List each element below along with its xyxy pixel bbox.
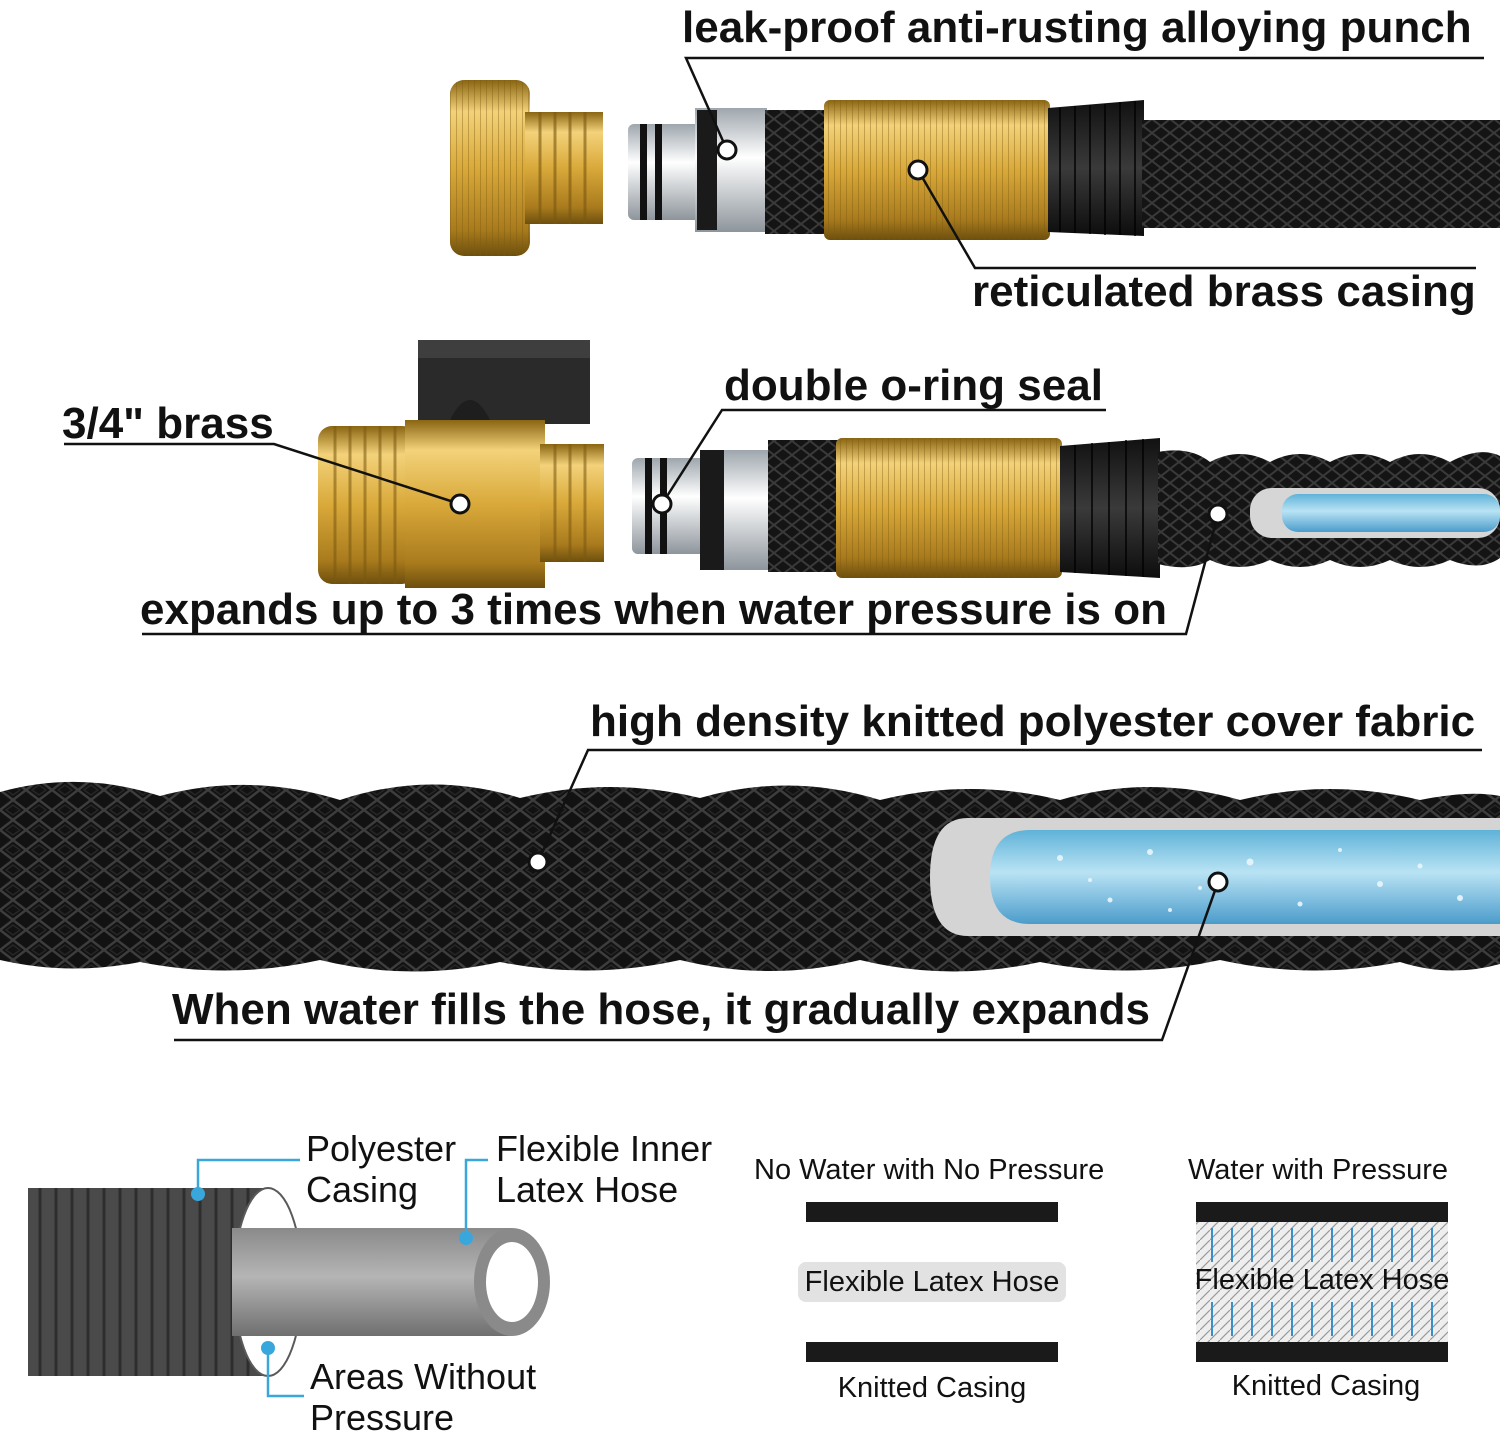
callout-water-fills: When water fills the hose, it gradually … [172,985,1150,1034]
label-polyester-line2: Casing [306,1169,419,1211]
expanded-hose [0,748,1500,1042]
no-water-title: No Water with No Pressure [754,1154,1105,1186]
label-inner-hose: Flexible Inner Latex Hose [496,1128,712,1211]
callout-expands: expands up to 3 times when water pressur… [140,585,1167,634]
callout-brass-casing: reticulated brass casing [972,267,1476,316]
callout-brass-size: 3/4" brass [62,399,274,448]
no-water-middle-label: Flexible Latex Hose [804,1266,1060,1298]
with-water-bottom-label: Knitted Casing [1231,1370,1421,1402]
row2-connector [64,340,1500,636]
label-areas-line2: Pressure [310,1397,455,1439]
callout-leak-proof: leak-proof anti-rusting alloying punch [682,3,1472,52]
cross-section-diagram [28,1158,550,1398]
with-water-title: Water with Pressure [1188,1154,1448,1186]
label-polyester-line1: Polyester [306,1128,457,1169]
label-polyester: Polyester Casing [306,1128,456,1211]
row1-connector [450,56,1500,270]
label-areas-without-pressure: Areas Without Pressure [310,1356,536,1439]
with-water-middle-label: Flexible Latex Hose [1194,1264,1450,1296]
no-water-bottom-label: Knitted Casing [837,1372,1027,1404]
callout-o-ring: double o-ring seal [724,361,1103,410]
comparison-no-water [798,1202,1066,1362]
label-inner-hose-line1: Flexible Inner [496,1128,713,1169]
label-inner-hose-line2: Latex Hose [496,1169,679,1211]
callout-fabric: high density knitted polyester cover fab… [590,697,1476,746]
label-areas-line1: Areas Without [310,1356,537,1397]
comparison-with-water [1196,1202,1448,1362]
